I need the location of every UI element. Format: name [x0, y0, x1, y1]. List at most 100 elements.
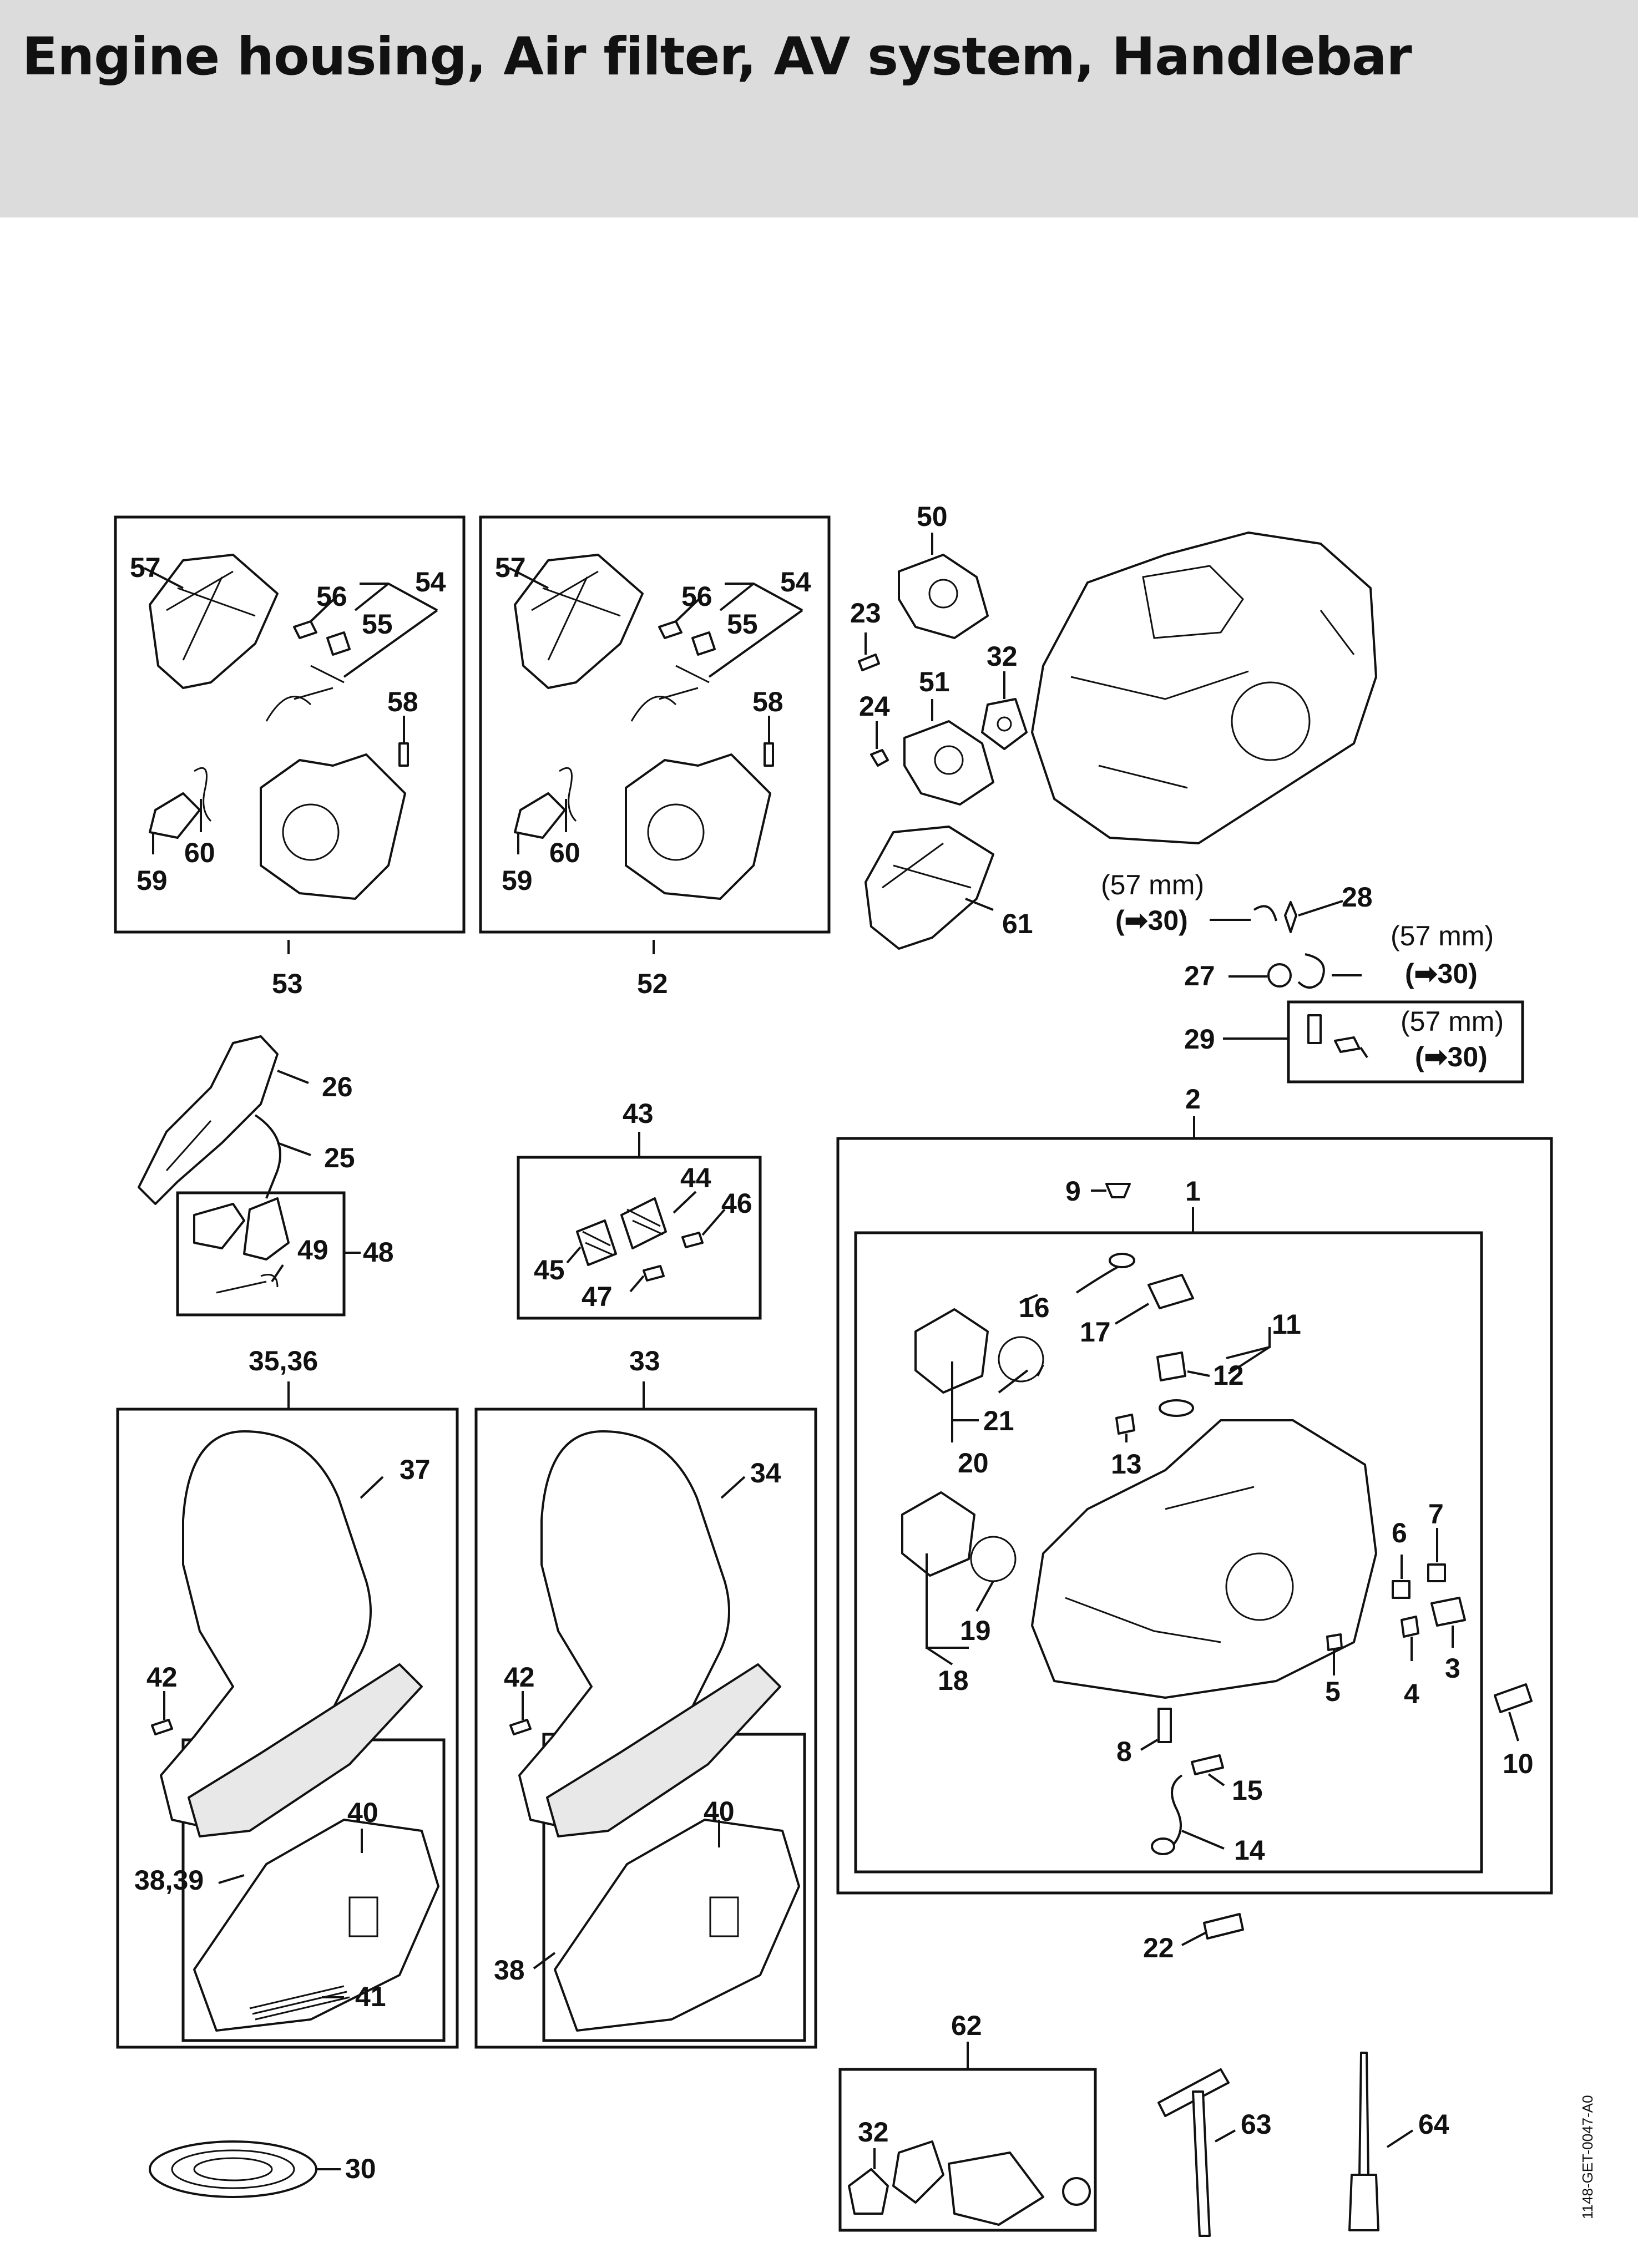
label-59a: 59 — [136, 865, 168, 896]
label-34: 34 — [750, 1457, 781, 1489]
screw-13 — [1115, 1414, 1135, 1435]
label-44: 44 — [680, 1162, 711, 1193]
hand-guard-38-39 — [193, 1819, 439, 2032]
label-10: 10 — [1503, 1748, 1534, 1779]
label-58a: 58 — [387, 686, 418, 717]
label-60b: 60 — [549, 837, 580, 868]
document-number: 1148-GET-0047-A0 — [1579, 2095, 1596, 2219]
page-title: Engine housing, Air filter, AV system, H… — [22, 27, 1412, 87]
label-63: 63 — [1241, 2109, 1272, 2140]
label-25: 25 — [324, 1142, 355, 1173]
label-21: 21 — [983, 1405, 1014, 1436]
nut-24 — [870, 749, 889, 767]
label-56a: 56 — [316, 581, 347, 612]
label-40b: 40 — [704, 1796, 735, 1827]
note-3-size: (57 mm) — [1401, 1006, 1504, 1037]
screw-15 — [1191, 1754, 1224, 1775]
label-37: 37 — [400, 1454, 431, 1485]
label-57a: 57 — [130, 552, 161, 583]
label-35-36: 35,36 — [249, 1345, 318, 1376]
label-57b: 57 — [495, 552, 526, 583]
gasket-set-62 — [848, 2140, 1091, 2226]
ring-16 — [1075, 1253, 1135, 1294]
note-3-ref: (➡30) — [1415, 1041, 1488, 1072]
engine-housing-assembly — [1031, 531, 1377, 844]
label-43: 43 — [623, 1098, 654, 1129]
fuel-filter-17 — [1147, 1274, 1194, 1309]
label-17: 17 — [1080, 1317, 1111, 1348]
plug-9 — [1105, 1183, 1131, 1198]
screw-42b — [509, 1719, 532, 1735]
label-28: 28 — [1342, 882, 1373, 913]
label-49: 49 — [297, 1234, 328, 1265]
box-53 — [114, 515, 466, 934]
note-1-size: (57 mm) — [1101, 869, 1204, 900]
oil-pump-20 — [914, 1308, 1044, 1394]
crankcase — [1031, 1419, 1377, 1699]
av-springs-43 — [576, 1197, 704, 1282]
box-1 — [854, 1231, 1483, 1874]
fuel-lines-27-28 — [1253, 901, 1361, 1053]
label-52: 52 — [637, 968, 668, 999]
screwdriver-64 — [1348, 2052, 1379, 2231]
combination-wrench-63 — [1157, 2068, 1230, 2237]
label-40a: 40 — [347, 1797, 378, 1828]
label-51: 51 — [919, 666, 950, 697]
air-filter-61 — [865, 826, 994, 950]
label-5: 5 — [1325, 1676, 1341, 1707]
box-52 — [479, 515, 831, 934]
shim-30 — [149, 2140, 317, 2198]
label-38-39: 38,39 — [134, 1865, 204, 1896]
label-12: 12 — [1213, 1360, 1244, 1391]
label-23: 23 — [850, 598, 881, 629]
label-32b: 32 — [858, 2117, 889, 2148]
hose-14 — [1151, 1774, 1183, 1855]
label-56b: 56 — [681, 581, 712, 612]
stud-7 — [1427, 1563, 1446, 1582]
label-15: 15 — [1232, 1775, 1263, 1806]
label-58b: 58 — [752, 686, 783, 717]
leader-lines — [144, 533, 1519, 2170]
bolt-3 — [1430, 1597, 1466, 1627]
label-18: 18 — [938, 1665, 969, 1696]
label-41: 41 — [355, 1981, 386, 2012]
page-header: Engine housing, Air filter, AV system, H… — [0, 0, 1638, 217]
box-29 — [1287, 1000, 1524, 1084]
label-55b: 55 — [727, 609, 758, 640]
label-9: 9 — [1065, 1176, 1081, 1207]
label-42a: 42 — [146, 1662, 178, 1693]
label-42b: 42 — [504, 1662, 535, 1693]
label-27: 27 — [1184, 960, 1215, 991]
screw-23 — [858, 654, 880, 671]
label-29: 29 — [1184, 1024, 1215, 1055]
handlebar-35-36 — [160, 1430, 423, 1837]
spring-25 — [254, 1114, 281, 1199]
box-48 — [176, 1191, 346, 1317]
label-47: 47 — [582, 1281, 613, 1312]
label-16: 16 — [1019, 1292, 1050, 1323]
screw-4 — [1401, 1616, 1419, 1638]
label-2: 2 — [1185, 1084, 1201, 1115]
air-filter-set-53 — [149, 554, 409, 900]
label-54b: 54 — [780, 566, 811, 598]
label-7: 7 — [1428, 1498, 1444, 1530]
carburetor-51 — [903, 720, 994, 806]
oil-pump-18 — [901, 1491, 1017, 1582]
label-61: 61 — [1002, 908, 1033, 939]
rear-handle-26 — [138, 1035, 279, 1205]
label-13: 13 — [1111, 1449, 1142, 1480]
label-46: 46 — [721, 1188, 752, 1219]
label-1: 1 — [1185, 1176, 1201, 1207]
label-54a: 54 — [415, 566, 446, 598]
label-30: 30 — [345, 2153, 376, 2184]
label-26: 26 — [322, 1071, 353, 1102]
label-59b: 59 — [502, 865, 533, 896]
note-2-size: (57 mm) — [1391, 920, 1494, 951]
washer-10 — [1494, 1683, 1533, 1713]
label-64: 64 — [1418, 2109, 1449, 2140]
label-22: 22 — [1143, 1932, 1174, 1963]
label-33: 33 — [629, 1345, 660, 1376]
label-4: 4 — [1404, 1678, 1419, 1709]
stud-22 — [1203, 1913, 1244, 1940]
